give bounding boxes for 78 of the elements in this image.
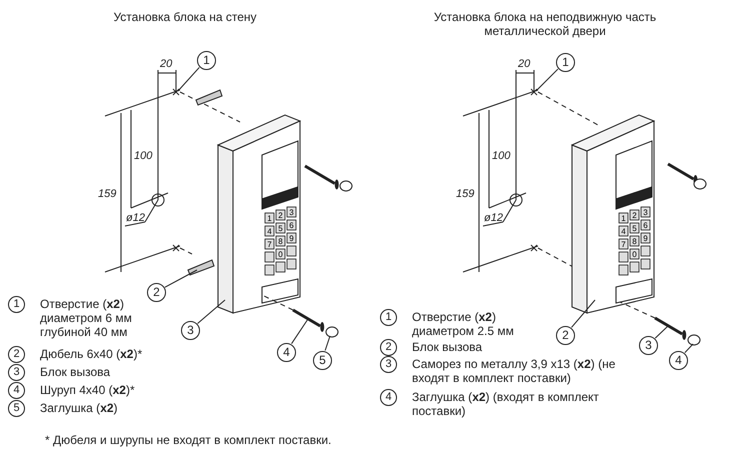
legend-text: Дюбель 6x40 (x2)* (40, 347, 144, 361)
dimension-label: ø12 (126, 212, 145, 224)
leader-line (536, 68, 558, 92)
legend-text: Отверстие (x2) диаметром 6 мм глубиной 40 мм (40, 297, 133, 339)
key-digit: 9 (643, 234, 648, 243)
key-digit: 7 (621, 240, 626, 249)
legend-number: 1 (8, 296, 25, 313)
leader-line (291, 318, 308, 344)
key-digit: 1 (267, 214, 272, 223)
cap-drawing (326, 326, 338, 338)
intercom-drawing (216, 114, 302, 314)
key-digit: 0 (278, 250, 283, 259)
key-digit: 3 (289, 208, 294, 217)
dimension-label: 20 (160, 58, 172, 70)
key-digit: 1 (621, 214, 626, 223)
key-digit: 4 (621, 227, 626, 236)
hole-mark (530, 88, 538, 96)
leader-line (654, 326, 668, 339)
dimension-label: 100 (134, 150, 152, 162)
legend-text: Блок вызова (412, 340, 484, 354)
leader-line (571, 300, 596, 328)
key-digit: 5 (632, 224, 637, 233)
legend-number: 4 (380, 389, 397, 406)
key-digit: 4 (267, 227, 272, 236)
legend-text: Шуруп 4x40 (x2)* (40, 383, 136, 397)
callout-number: 3 (639, 336, 658, 355)
alignment-line (262, 294, 294, 310)
key-digit: 6 (643, 221, 648, 230)
legend-number: 4 (8, 382, 25, 399)
screw-drawing (292, 308, 324, 332)
leader-line (164, 270, 198, 288)
leader-line (324, 336, 330, 352)
key-digit: 2 (278, 211, 283, 220)
leader-line (197, 300, 226, 324)
hole-mark (172, 88, 180, 96)
leader-line (684, 344, 694, 354)
key-digit: 0 (632, 250, 637, 259)
heading: Установка блока на неподвижную часть металлической двери (432, 10, 658, 38)
legend-number: 2 (380, 339, 397, 356)
cap-drawing (688, 334, 700, 346)
key-digit: 2 (632, 211, 637, 220)
intercom-drawing (570, 114, 656, 314)
dimension-label: 100 (492, 150, 510, 162)
footnote: * Дюбеля и шурупы не входят в комплект поставки. (45, 433, 332, 447)
callout-number: 4 (277, 343, 296, 362)
callout-number: 4 (669, 351, 688, 370)
legend-text: Отверстие (x2) диаметром 2.5 мм (412, 310, 515, 338)
dimension-label: 159 (98, 188, 116, 200)
callout-number: 1 (197, 51, 216, 70)
callout-number: 5 (313, 351, 332, 370)
callout-number: 2 (147, 283, 166, 302)
callout-number: 2 (556, 326, 575, 345)
key-digit: 7 (267, 240, 272, 249)
callout-number: 3 (181, 321, 200, 340)
legend-text: Саморез по металлу 3,9 x13 (x2) (не входят в комплект поставки) (412, 357, 616, 385)
dowel-drawing (187, 259, 215, 276)
key-digit: 3 (643, 208, 648, 217)
legend-number: 3 (380, 356, 397, 373)
key-digit: 8 (632, 237, 637, 246)
legend-number: 5 (8, 400, 25, 417)
heading: Установка блока на стену (112, 10, 258, 24)
legend-number: 2 (8, 346, 25, 363)
dimension-label: ø12 (484, 212, 503, 224)
screw-drawing (654, 316, 686, 340)
leader-line (178, 66, 200, 92)
key-digit: 9 (289, 234, 294, 243)
key-digit: 5 (278, 224, 283, 233)
legend-text: Заглушка (x2) (входят в комплект поставки) (412, 390, 600, 418)
legend-number: 1 (380, 309, 397, 326)
legend-text: Блок вызова (40, 365, 112, 379)
key-digit: 6 (289, 221, 294, 230)
callout-number: 1 (556, 53, 575, 72)
dimension-label: 20 (518, 58, 530, 70)
alignment-line (620, 302, 656, 318)
legend-text: Заглушка (x2) (40, 401, 119, 415)
key-digit: 8 (278, 237, 283, 246)
dimension-label: 159 (456, 188, 474, 200)
legend-number: 3 (8, 364, 25, 381)
